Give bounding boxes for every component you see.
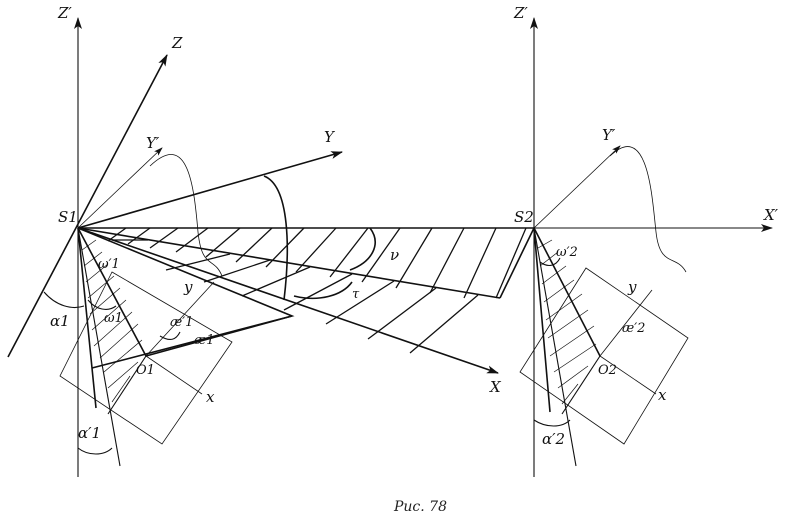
label-x-small-left: x: [206, 388, 215, 406]
y-axis: [77, 151, 343, 229]
label-y-small-left: y: [183, 278, 193, 296]
nu-angle-curve: [263, 175, 289, 301]
nu-arc: [349, 227, 376, 271]
label-y: Y: [324, 128, 336, 146]
label-z: Z: [171, 34, 183, 52]
label-y-small-right: y: [627, 278, 637, 296]
wedge-hatching: [107, 227, 527, 354]
label-y-prime-left: Y′: [146, 134, 160, 152]
right-ray-down-1: [533, 227, 551, 413]
label-omega1: ω1: [104, 311, 123, 326]
ray-o1-down: [107, 355, 147, 415]
right-profile-curve: [609, 146, 687, 273]
right-ray-o2-down: [561, 355, 601, 415]
label-z-prime-left: Z′: [57, 4, 72, 22]
label-tau: τ: [352, 287, 360, 302]
y-prime-axis-right: [533, 145, 621, 229]
label-alpha1: α1: [50, 312, 70, 330]
right-ray-down-2: [533, 227, 577, 467]
ae1-arc: [159, 331, 181, 341]
label-alpha2-prime: α′2: [542, 430, 565, 448]
label-x-small-right: x: [658, 386, 667, 404]
tilted-plane: [77, 227, 295, 369]
x-axis: [77, 227, 499, 374]
label-ae2-prime: æ′2: [622, 321, 645, 336]
alpha1-prime-arc: [77, 447, 113, 455]
label-z-prime-right: Z′: [513, 4, 528, 22]
right-frame: [519, 267, 689, 445]
label-o2: O2: [598, 363, 617, 378]
label-alpha1-prime: α′1: [78, 424, 101, 442]
wedge-closing-line: [499, 227, 535, 299]
ray-down-1: [77, 227, 97, 409]
right-ray-o2: [533, 227, 601, 357]
alpha1-arc: [43, 291, 85, 309]
right-triangle-hatching: [537, 239, 597, 405]
ray-to-o1: [77, 227, 147, 357]
label-omega1-prime: ω′1: [98, 257, 120, 272]
omega1-arc: [87, 299, 117, 310]
label-x-prime-right: X′: [763, 206, 779, 224]
tau-arc: [293, 281, 353, 300]
label-ae1-prime: æ′1: [170, 315, 193, 330]
figure-caption: Рис. 78: [393, 499, 447, 515]
alpha2-prime-arc: [533, 419, 571, 427]
ray-down-2: [77, 227, 121, 467]
right-x-axis-small: [599, 355, 657, 395]
label-x-axis: X: [489, 378, 502, 396]
label-ae1: æ1: [194, 333, 215, 348]
omega2-arc: [539, 257, 561, 267]
left-x-axis-small: [145, 355, 203, 395]
label-y-prime-right: Y′: [602, 126, 616, 144]
label-o1: O1: [136, 363, 155, 378]
left-profile-curve: [149, 154, 223, 277]
label-omega2-prime: ω′2: [556, 245, 578, 260]
right-y-axis-small: [599, 289, 653, 357]
label-s2: S2: [514, 208, 534, 226]
y-prime-axis-left: [77, 147, 163, 229]
left-y-axis-small: [145, 281, 215, 357]
left-frame: [59, 271, 233, 445]
z-axis: [7, 54, 168, 358]
right-construction: [519, 17, 773, 477]
labels: Z′ Z Y′ Y S1 ν τ ω′1 ω1 α1 α′1 æ′1 æ1 O1…: [50, 4, 779, 515]
label-nu: ν: [390, 246, 399, 264]
left-construction: [7, 17, 535, 477]
label-s1: S1: [58, 208, 78, 226]
small-triangle-hatching: [81, 239, 143, 403]
o1-to-plane: [145, 315, 293, 357]
wedge-lower-ray: [77, 227, 501, 299]
